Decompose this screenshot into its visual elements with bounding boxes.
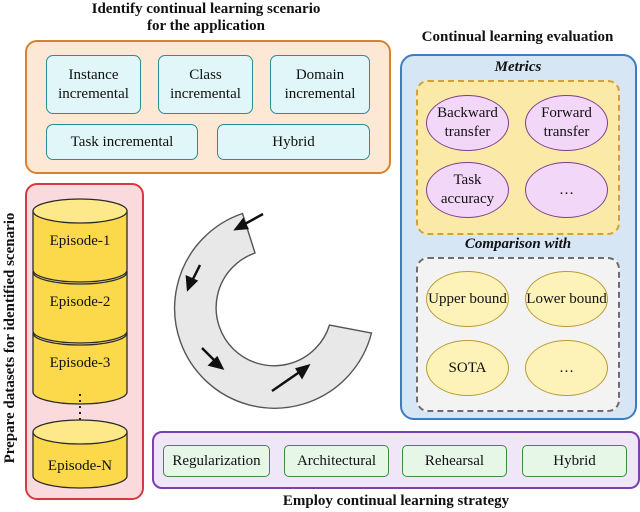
scenario-item-label: Task incremental [70,133,174,150]
metric-task-accuracy: Task accuracy [426,162,509,218]
episode-label-1: Episode-1 [49,233,111,249]
scenario-item-label: Instance incremental [58,66,129,102]
episode-label-n: Episode-N [47,458,113,474]
arrow-icon [233,212,264,231]
scenario-item-label: Domain incremental [284,66,356,102]
cycle-ring [173,212,373,409]
strategy-item-rehearsal: Rehearsal [402,445,507,477]
scenario-item-domain: Domain incremental [270,55,370,114]
metric-forward-transfer: Forward transfer [525,95,608,151]
comparison-label: Lower bound [526,290,607,307]
metric-label: Task accuracy [440,172,495,207]
comparison-label: Upper bound [428,290,507,307]
strategy-item-hybrid: Hybrid [522,445,627,477]
cylinder-episode-1 [32,198,128,283]
arrow-icon [201,347,225,370]
metrics-title: Metrics [494,59,542,75]
comparison-sota: SOTA [426,340,509,396]
metric-label: Forward transfer [541,105,592,140]
metric-more: … [525,162,608,218]
arrow-icon [271,364,311,393]
comparison-upper-bound: Upper bound [426,271,509,327]
strategy-item-regularization: Regularization [163,445,270,477]
metric-label: Backward transfer [437,105,498,140]
episode-label-3: Episode-3 [49,355,111,371]
scenario-item-instance: Instance incremental [46,55,141,114]
strategy-label: Rehearsal [424,452,485,469]
metric-backward-transfer: Backward transfer [426,95,509,151]
cycle-diagram [173,212,373,409]
strategy-label: Regularization [172,452,261,469]
scenario-title-line2: for the application [146,18,266,34]
arrow-icon [185,264,202,292]
comparison-label: … [559,359,574,376]
metric-label: … [559,181,574,198]
scenario-title: Identify continual learning scenario for… [25,1,387,35]
scenario-item-label: Hybrid [272,133,315,150]
strategy-title: Employ continual learning strategy [282,493,510,509]
scenario-item-hybrid: Hybrid [217,124,370,160]
episode-label-2: Episode-2 [49,294,111,310]
scenario-item-task: Task incremental [46,124,198,160]
cycle-arrows [185,212,311,393]
strategy-item-architectural: Architectural [284,445,389,477]
episode-cylinders: .cyl-body { fill:#fbd94a; stroke:#2a2a2a… [32,198,128,489]
strategy-label: Architectural [296,452,377,469]
scenario-item-label: Class incremental [170,66,241,102]
comparison-label: SOTA [448,359,487,376]
strategy-label: Hybrid [553,452,596,469]
cylinder-episode-n [32,419,128,489]
comparison-title: Comparison with [464,236,572,252]
evaluation-title: Continual learning evaluation [421,29,614,45]
scenario-item-class: Class incremental [158,55,253,114]
comparison-lower-bound: Lower bound [525,271,608,327]
comparison-more: … [525,340,608,396]
scenario-title-line1: Identify continual learning scenario [91,1,321,17]
